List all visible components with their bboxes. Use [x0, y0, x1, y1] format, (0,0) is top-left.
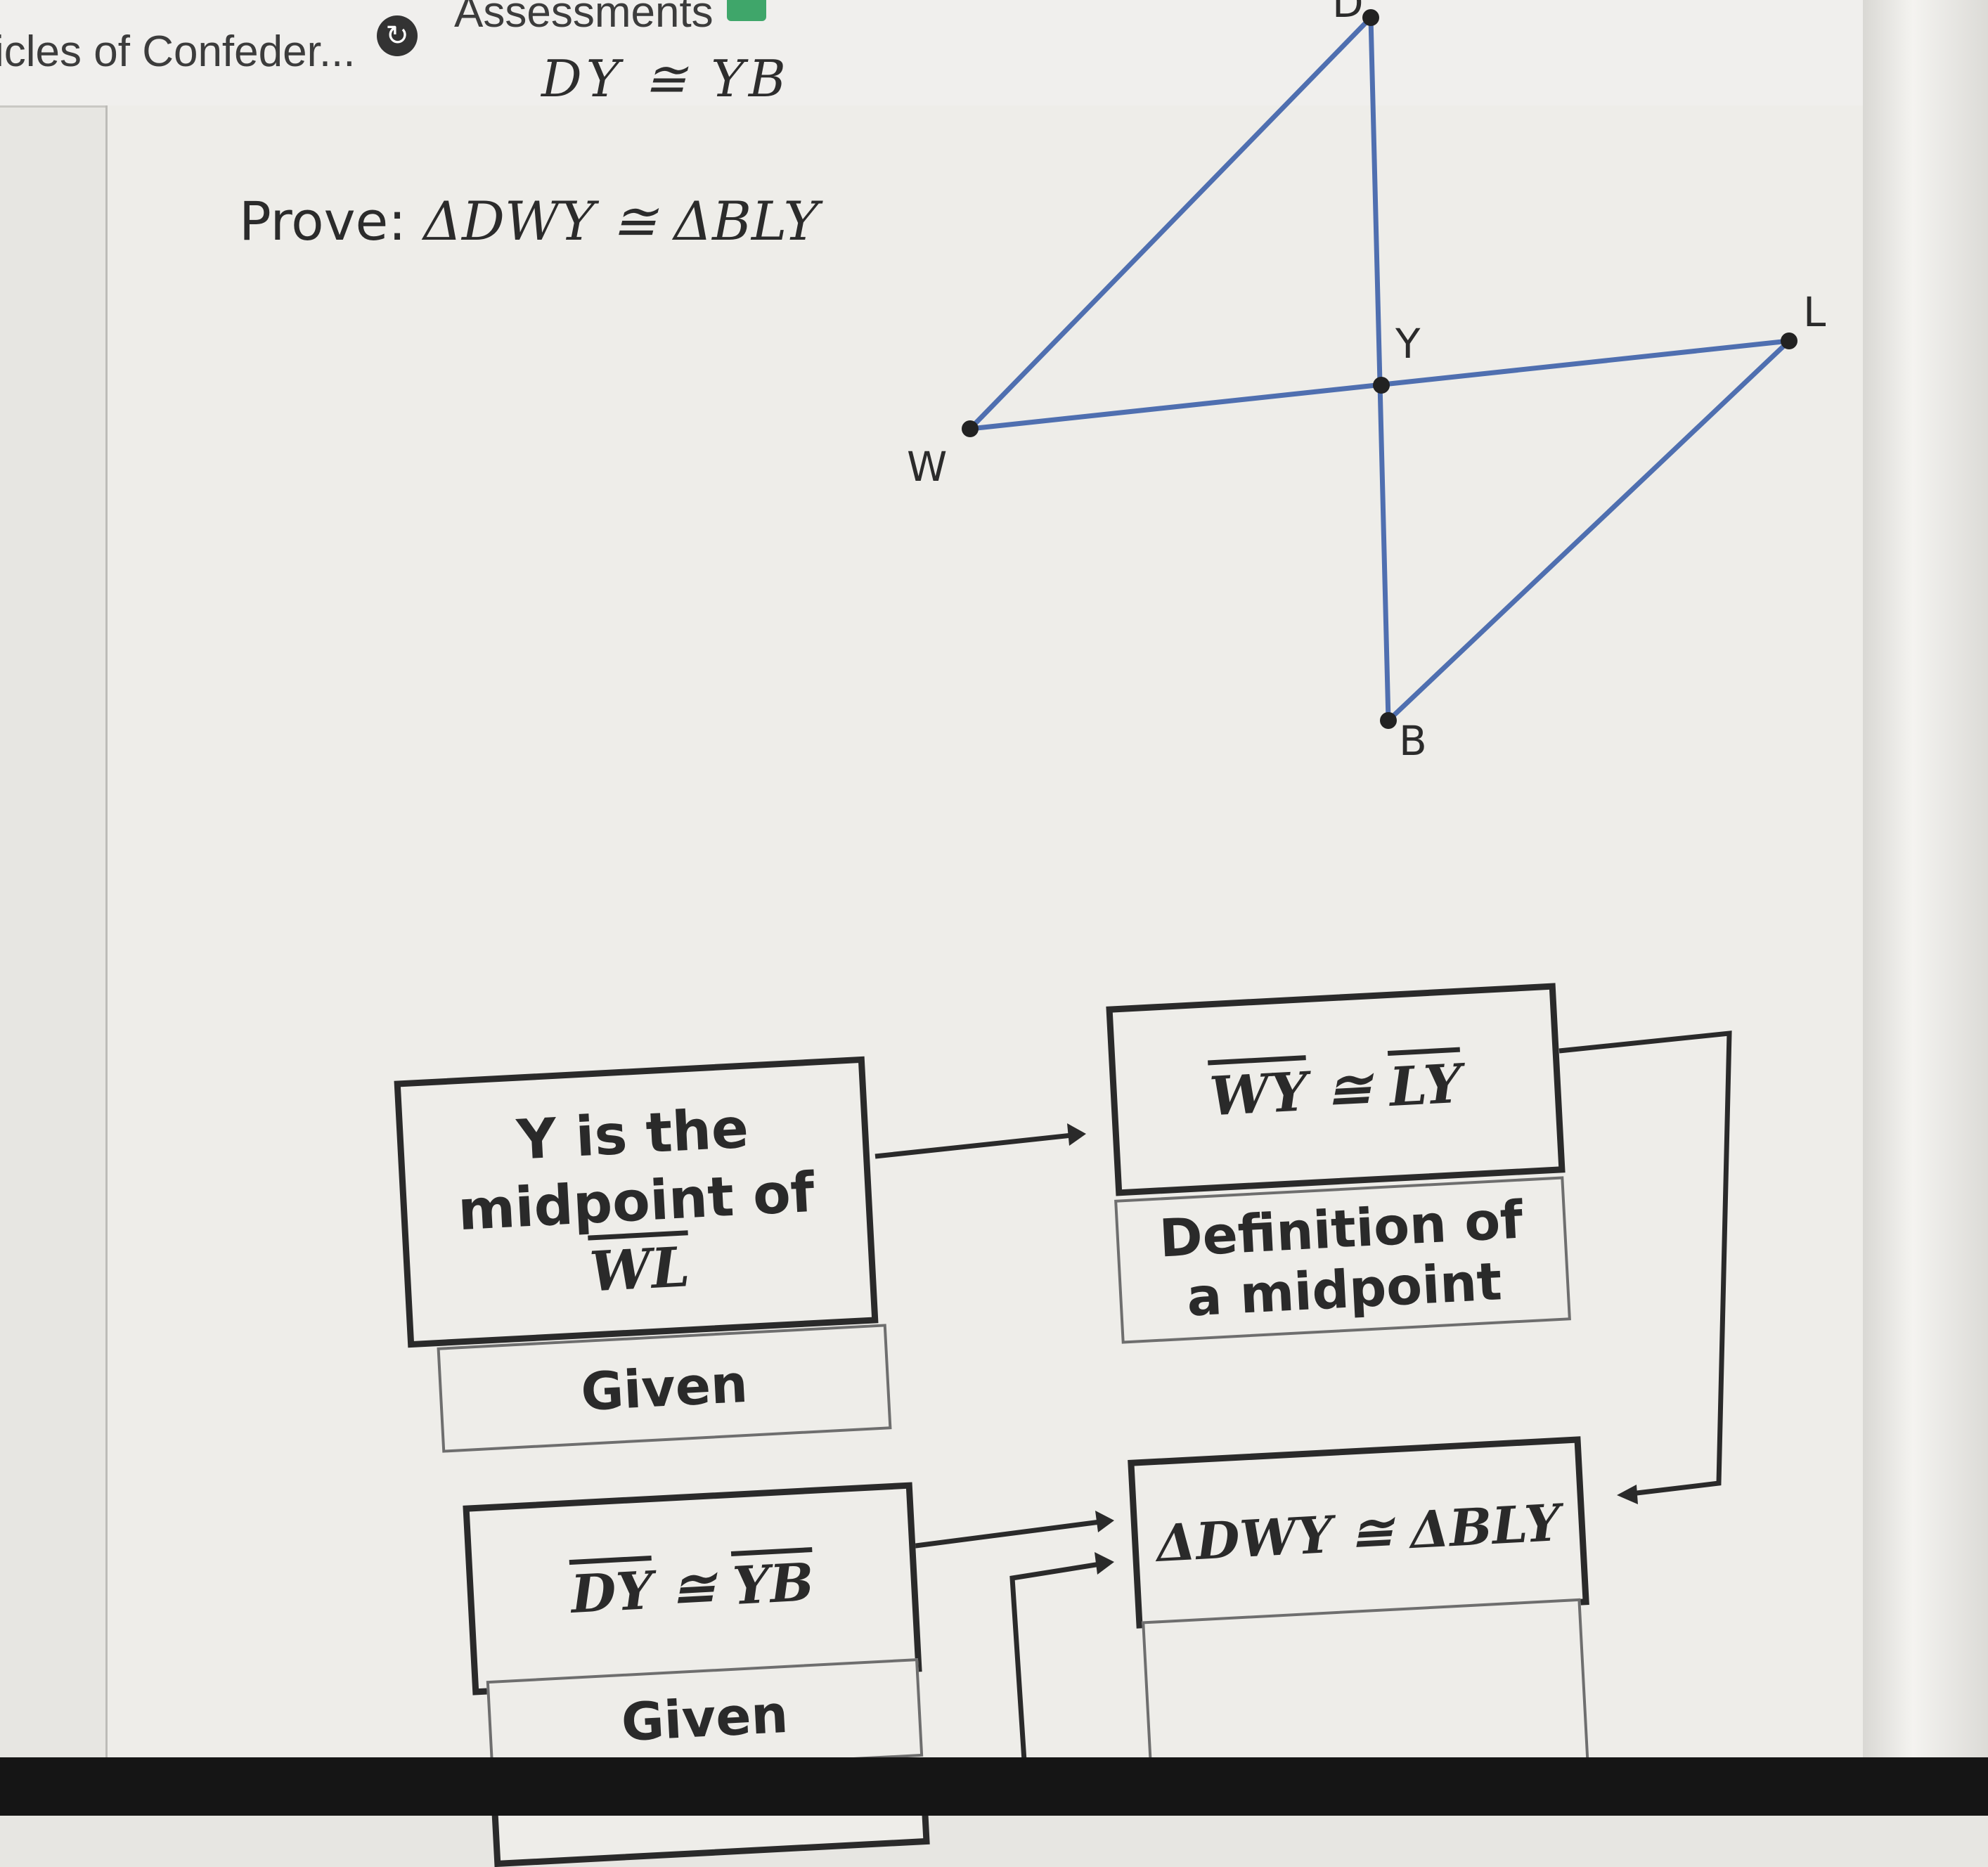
monitor-bezel	[0, 1757, 1988, 1816]
window-edge	[1863, 0, 1988, 1757]
midpoint-segment: WL	[588, 1234, 692, 1305]
label-y: Y	[1395, 320, 1421, 368]
statement-box-triangle-congruence[interactable]: ΔDWY ≅ ΔBLY	[1128, 1436, 1589, 1629]
arrow-box2-to-box4	[1558, 1031, 1732, 1497]
segment-wy-text: WY	[1208, 1059, 1310, 1128]
bookmark-assessments[interactable]: Assessments	[454, 0, 714, 37]
label-l: L	[1803, 288, 1826, 336]
label-b: B	[1399, 717, 1427, 765]
arrowhead-2	[1617, 1485, 1638, 1504]
segment-yb-text: YB	[731, 1552, 815, 1617]
geometry-diagram	[874, 9, 1797, 1772]
bookmarks-bar: icles of Confeder... ↻ Assessments	[0, 0, 1988, 108]
globe-icon: ↻	[377, 15, 418, 56]
segment-dy-text: DY	[569, 1560, 655, 1625]
label-d: D	[1332, 0, 1364, 27]
midpoint-line1: Y is the	[515, 1097, 750, 1172]
arrow-lower-to-box4	[1009, 1561, 1101, 1772]
segment-lb	[1386, 339, 1791, 723]
given-statement-partial: DY ≅ YB	[541, 49, 790, 108]
midpoint-text: Y is the midpoint of WL	[453, 1092, 820, 1312]
segment-ly-text: LY	[1388, 1052, 1464, 1118]
arrow-box3-to-box4	[910, 1519, 1101, 1549]
arrow-box1-to-box2	[874, 1132, 1073, 1159]
app-cube-icon	[727, 0, 766, 21]
point-w	[962, 420, 979, 437]
statement-box-midpoint[interactable]: Y is the midpoint of WL	[394, 1056, 879, 1348]
segment-db	[1368, 17, 1391, 721]
reason-box-definition-midpoint[interactable]: Definition of a midpoint	[1114, 1176, 1571, 1344]
segment-dw	[968, 15, 1373, 431]
statement-box-wy-ly[interactable]: WY ≅ LY	[1106, 983, 1566, 1196]
prove-label: Prove:	[239, 190, 406, 252]
diagram-lines	[968, 15, 1791, 723]
arrowhead-4	[1095, 1552, 1114, 1575]
point-y	[1373, 377, 1390, 394]
point-b	[1380, 712, 1397, 729]
prove-statement-text: ΔDWY ≅ ΔBLY	[423, 190, 819, 252]
congruent-symbol-2: ≅	[651, 1556, 735, 1621]
flowchart-arrows	[874, 1031, 1732, 1772]
point-d	[1362, 9, 1379, 26]
congruent-symbol: ≅	[1305, 1055, 1391, 1123]
arrowhead-3	[1095, 1511, 1114, 1532]
prove-statement: Prove: ΔDWY ≅ ΔBLY	[239, 190, 819, 252]
bookmark-articles-of-confederation[interactable]: icles of Confeder...	[0, 27, 356, 76]
arrowhead-1	[1067, 1123, 1086, 1146]
label-w: W	[907, 443, 948, 491]
point-l	[1781, 332, 1797, 349]
